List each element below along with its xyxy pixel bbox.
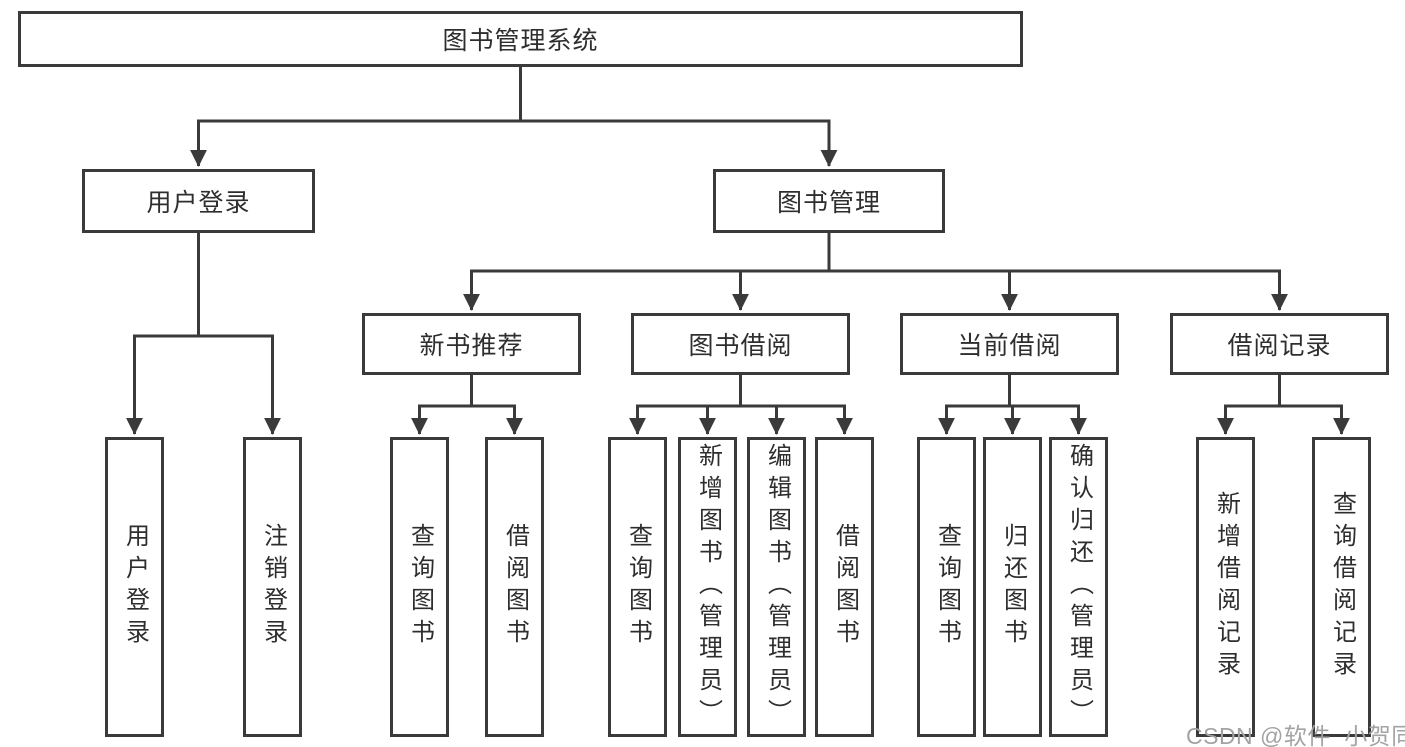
node-user-login-branch: 用户登录: [82, 169, 315, 233]
leaf-user-login-label: 用户登录: [121, 523, 149, 651]
connector-book-borrow-to-borrow: [739, 375, 853, 435]
leaf-bookborrow-add-book-admin-label: 新增图书（管理员）: [694, 443, 722, 731]
leaf-currentborrow-return-book: 归还图书: [983, 437, 1042, 737]
leaf-bookborrow-borrow-book-label: 借阅图书: [831, 523, 859, 651]
connector-root-to-book-mgmt: [519, 67, 838, 167]
node-root-system: 图书管理系统: [18, 11, 1023, 67]
connector-current-borrow-to-query: [938, 375, 1011, 435]
leaf-borrowrecord-add-record-label: 新增借阅记录: [1212, 491, 1240, 683]
leaf-currentborrow-query-book-label: 查询图书: [933, 523, 961, 651]
leaf-currentborrow-query-book: 查询图书: [917, 437, 976, 737]
node-book-borrow: 图书借阅: [631, 313, 850, 375]
leaf-bookborrow-edit-book-admin: 编辑图书（管理员）: [747, 437, 806, 737]
connector-borrow-record-to-add: [1217, 375, 1281, 435]
leaf-logout-login-label: 注销登录: [259, 523, 287, 651]
leaf-bookborrow-edit-book-admin-label: 编辑图书（管理员）: [763, 443, 791, 731]
connector-book-mgmt-to-book-borrow: [732, 233, 831, 311]
leaf-newbook-query-book: 查询图书: [390, 437, 449, 737]
leaf-bookborrow-add-book-admin: 新增图书（管理员）: [678, 437, 737, 737]
leaf-borrowrecord-add-record: 新增借阅记录: [1196, 437, 1255, 737]
connector-book-mgmt-to-borrow-record: [827, 233, 1288, 311]
leaf-newbook-borrow-book: 借阅图书: [485, 437, 544, 737]
node-borrow-record: 借阅记录: [1170, 313, 1389, 375]
connector-user-login-to-logout: [197, 233, 281, 435]
leaf-currentborrow-return-book-label: 归还图书: [999, 523, 1027, 651]
leaf-newbook-borrow-book-label: 借阅图书: [501, 523, 529, 651]
connector-new-book-to-query: [411, 375, 473, 435]
leaf-bookborrow-query-book: 查询图书: [608, 437, 667, 737]
leaf-borrowrecord-query-record: 查询借阅记录: [1312, 437, 1371, 737]
leaf-newbook-query-book-label: 查询图书: [406, 523, 434, 651]
connector-book-borrow-to-add: [699, 375, 742, 435]
leaf-bookborrow-query-book-label: 查询图书: [624, 523, 652, 651]
connector-root-to-user-login: [190, 67, 522, 167]
connector-new-book-to-borrow: [470, 375, 523, 435]
leaf-logout-login: 注销登录: [243, 437, 302, 737]
node-new-book-recommend: 新书推荐: [362, 313, 581, 375]
connector-current-borrow-to-confirm: [1008, 375, 1087, 435]
leaf-user-login: 用户登录: [105, 437, 164, 737]
node-current-borrow: 当前借阅: [900, 313, 1119, 375]
leaf-bookborrow-borrow-book: 借阅图书: [815, 437, 874, 737]
leaf-currentborrow-confirm-return-admin: 确认归还（管理员）: [1049, 437, 1108, 737]
connector-borrow-record-to-query: [1278, 375, 1350, 435]
csdn-watermark: CSDN @软件_小贺同学: [1186, 723, 1405, 747]
leaf-currentborrow-confirm-return-admin-label: 确认归还（管理员）: [1065, 443, 1093, 731]
node-book-management-branch: 图书管理: [713, 169, 945, 233]
connector-user-login-to-login: [126, 233, 200, 435]
leaf-borrowrecord-query-record-label: 查询借阅记录: [1328, 491, 1356, 683]
